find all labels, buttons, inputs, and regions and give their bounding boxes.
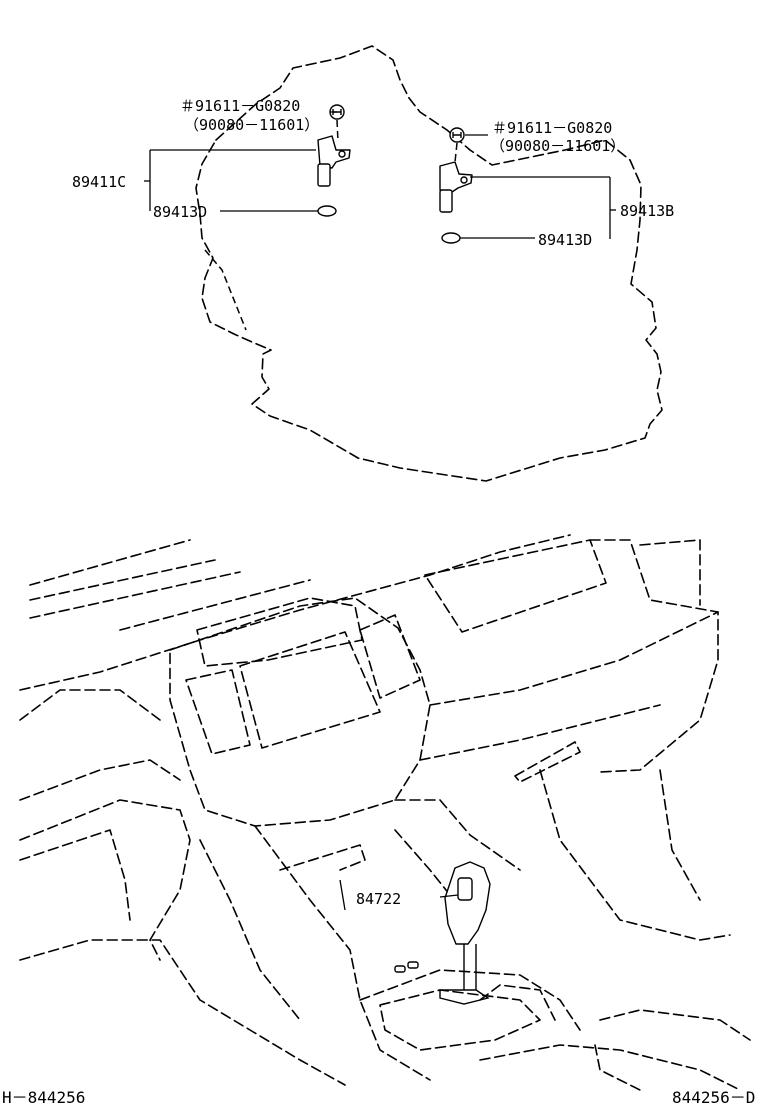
oring-right-label: 89413D — [538, 231, 592, 249]
right-speed-sensor-icon — [439, 161, 473, 213]
right-bolt-alt-label: （90080－11601） — [490, 137, 625, 155]
left-callout-leaders — [144, 111, 337, 212]
right-oring-icon — [441, 232, 461, 244]
right-bolt-icon — [449, 127, 465, 143]
left-bolt-guide — [336, 119, 339, 143]
left-bolt-label: ＃91611－G0820 — [180, 97, 300, 115]
footer-right-code: 844256－D — [672, 1088, 755, 1107]
right-bolt-guide — [454, 142, 458, 163]
shift-lever-part-label: 84722 — [356, 890, 401, 908]
sensor-left-label: 89411C — [72, 173, 126, 191]
right-bolt-label: ＃91611－G0820 — [492, 119, 612, 137]
left-bolt-alt-label: （90080－11601） — [184, 116, 319, 134]
shift-button-icons — [394, 961, 419, 973]
right-callout-leaders — [460, 134, 616, 239]
footer-left-code: H－844256 — [2, 1088, 85, 1107]
dashboard-outline — [19, 534, 751, 1091]
transmission-outline — [195, 45, 663, 482]
shift-label-leader — [339, 879, 459, 911]
shift-lever-icon — [439, 861, 491, 1005]
left-speed-sensor-icon — [317, 135, 351, 187]
oring-left-label: 89413D — [153, 203, 207, 221]
sensor-right-label: 89413B — [620, 202, 674, 220]
left-oring-icon — [317, 205, 337, 217]
